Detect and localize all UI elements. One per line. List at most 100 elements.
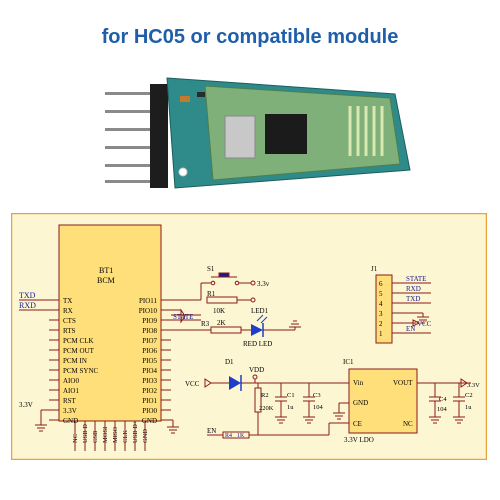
left-pin-label: PCM SYNC [63, 367, 99, 375]
j1-net-label: STATE [406, 275, 426, 283]
right-pin-label: PIO6 [142, 347, 157, 355]
bt1-name: BCM [97, 276, 115, 285]
ground-symbol-icon [453, 416, 465, 424]
schematic-panel: BT1 BCM TX RX CTS RTS PCM CLK PCM OUT PC… [11, 213, 487, 460]
vcc-d1-label: VCC [185, 380, 200, 388]
c2-value: 1u [465, 404, 472, 411]
ground-symbol-icon [35, 424, 47, 432]
antenna-trace [348, 106, 384, 156]
r2-value: 220K [259, 405, 274, 412]
ground-symbol-icon [333, 412, 345, 420]
red-led-label: RED LED [243, 340, 272, 348]
right-pin-label: PIO10 [139, 307, 158, 315]
c2-ref: C2 [465, 392, 473, 399]
r1-ref: R1 [207, 290, 216, 298]
j1-pin-number: 2 [379, 320, 383, 328]
j1-net-label: VCC [417, 320, 432, 328]
left-pin-label: RST [63, 397, 77, 405]
ldo-pin-vin: Vin [353, 379, 364, 387]
vdd-label: VDD [249, 366, 264, 374]
right-pin-label: PIO11 [139, 297, 158, 305]
r2-ref: R2 [261, 392, 269, 399]
ground-symbol-icon [275, 416, 287, 424]
bottom-pin-wires [74, 421, 146, 451]
bt1-ref: BT1 [99, 266, 113, 275]
j1-net-label: EN [406, 325, 415, 333]
pushbutton-switch-icon [200, 272, 256, 300]
ground-symbol-icon [289, 320, 301, 328]
left-pin-wires [19, 299, 59, 421]
right-pin-label: PIO2 [142, 387, 157, 395]
left-pin-label: PCM OUT [63, 347, 95, 355]
left-pin-label: GND [63, 417, 78, 425]
bt-chip [265, 114, 307, 154]
left-pin-label: AIO1 [63, 387, 79, 395]
ldo-block [348, 368, 418, 434]
bt1-left-pins: TX RX CTS RTS PCM CLK PCM OUT PCM IN PCM… [63, 297, 99, 425]
bt1-right-pins: PIO11 PIO10 PIO9 PIO8 PIO7 PIO6 PIO5 PIO… [139, 297, 158, 425]
j1-pin-numbers: 6 5 4 3 2 1 [379, 280, 383, 338]
d1-ref: D1 [225, 358, 234, 366]
right-pin-label: PIO5 [142, 357, 157, 365]
c1-value: 1u [287, 404, 294, 411]
j1-pin-number: 4 [379, 300, 383, 308]
c4-capacitor-icon [429, 383, 441, 417]
j1-pin-number: 3 [379, 310, 383, 318]
c4-ref: C4 [439, 396, 447, 403]
c1-ref: C1 [287, 392, 295, 399]
j1-pin-number: 6 [379, 280, 383, 288]
c4-value: 104 [437, 406, 448, 413]
right-pin-label: PIO8 [142, 327, 157, 335]
hc05-module-photo [105, 77, 411, 189]
j1-net-labels: STATE RXD TXD VCC EN [406, 275, 432, 333]
ldo-pin-gnd: GND [353, 399, 368, 407]
ground-symbol-icon [303, 416, 315, 424]
j1-connector [375, 274, 393, 344]
r4-value: 1K [237, 433, 245, 439]
left-pin-label: 3.3V [63, 407, 77, 415]
right-pin-label: PIO1 [142, 397, 157, 405]
j1-pin-number: 5 [379, 290, 383, 298]
state-net-label: STATE [173, 313, 193, 321]
ic1-ref: IC1 [343, 358, 354, 366]
c2-capacitor-icon [453, 383, 465, 417]
j1-net-label: RXD [406, 285, 421, 293]
r1-value: 10K [213, 307, 225, 315]
s1-ref: S1 [207, 265, 215, 273]
r3-ref: R3 [201, 320, 210, 328]
en-net-label: EN [207, 427, 216, 435]
ldo-pin-vout: VOUT [393, 379, 413, 387]
left-pin-label: TX [63, 297, 72, 305]
right-pin-label: GND [142, 417, 157, 425]
j1-wires [392, 282, 431, 334]
v33-left-label: 3.3V [19, 401, 33, 409]
c1-capacitor-icon [275, 383, 287, 417]
ground-symbol-icon [167, 426, 179, 434]
ldo-pin-nc: NC [403, 420, 413, 428]
j1-ref: J1 [371, 265, 378, 273]
c3-capacitor-icon [303, 383, 315, 417]
left-pin-label: CTS [63, 317, 76, 325]
rxd-net-label: RXD [19, 301, 36, 310]
r4-ref: R4 [225, 433, 232, 439]
left-pin-label: AIO0 [63, 377, 79, 385]
right-pin-label: PIO0 [142, 407, 157, 415]
right-pin-label: PIO3 [142, 377, 157, 385]
left-pin-label: RTS [63, 327, 76, 335]
right-pin-label: PIO4 [142, 367, 157, 375]
ground-symbol-icon [429, 416, 441, 424]
status-led-icon [178, 167, 188, 177]
c3-ref: C3 [313, 392, 321, 399]
left-pin-label: PCM IN [63, 357, 87, 365]
page-title: for HC05 or compatible module [101, 26, 399, 48]
ldo-name: 3.3V LDO [344, 436, 374, 444]
v33-out-label: 3.3V [467, 382, 480, 389]
txd-net-label: TXD [19, 291, 36, 300]
ldo-pin-ce: CE [353, 420, 362, 428]
j1-net-label: TXD [406, 295, 420, 303]
v33-s1-label: 3.3v [257, 280, 270, 288]
right-pin-label: PIO7 [142, 337, 157, 345]
left-pin-label: RX [63, 307, 73, 315]
left-pin-label: PCM CLK [63, 337, 94, 345]
c3-value: 104 [313, 404, 324, 411]
